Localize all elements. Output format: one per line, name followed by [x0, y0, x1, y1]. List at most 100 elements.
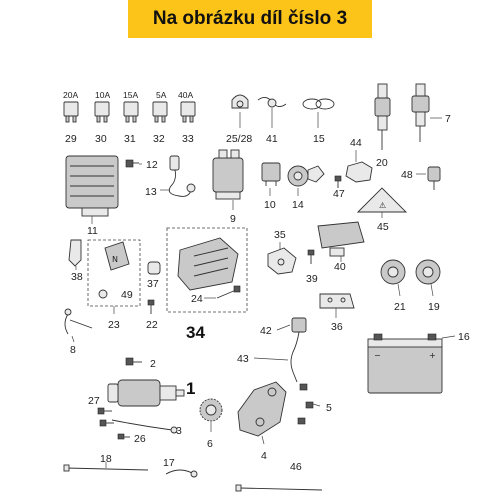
part-21-horn[interactable]: 21 [380, 259, 406, 313]
label-40: 40 [334, 261, 346, 273]
part-1-starter-motor[interactable]: 1 [107, 379, 195, 407]
part-7-switch[interactable]: 7 [411, 83, 451, 142]
part-34-ignition-unit[interactable]: 34 [177, 237, 239, 342]
part-15-cable-ties[interactable]: 15 [302, 98, 335, 145]
label-47: 47 [333, 188, 345, 200]
part-8-sensor-wire[interactable]: 8 [64, 308, 93, 356]
label-44: 44 [350, 137, 362, 149]
fuse-32-rating: 5A [156, 90, 167, 100]
part-45-hazard-sticker[interactable]: ⚠ 45 [356, 187, 408, 233]
part-47-screw[interactable]: 47 [333, 175, 345, 200]
label-16: 16 [458, 331, 470, 343]
label-32: 32 [153, 133, 165, 145]
part-17-clip[interactable]: 17 [163, 457, 198, 478]
label-43: 43 [237, 353, 249, 365]
label-22: 22 [146, 319, 158, 331]
fuse-33-rating: 40A [178, 90, 193, 100]
part-3-starter-cable[interactable]: 3 [111, 419, 182, 437]
part-16-battery[interactable]: − + 16 [367, 331, 470, 394]
label-33: 33 [182, 133, 194, 145]
part-10-relay[interactable]: 10 [261, 162, 281, 211]
part-48-connector[interactable]: 48 [401, 166, 441, 190]
label-45: 45 [377, 221, 389, 233]
label-14: 14 [292, 199, 304, 211]
warning-triangle-icon: ⚠ [379, 201, 386, 210]
fuse-29[interactable]: 20A 29 [63, 90, 78, 145]
part-35-bracket[interactable]: 35 [267, 229, 297, 275]
part-23-switch-panel[interactable]: N 49 23 [98, 241, 133, 331]
group-23-box [87, 239, 141, 307]
part-25-28-clamp[interactable]: 25/28 [226, 94, 252, 145]
label-19: 19 [428, 301, 440, 313]
part-41-wire-clip[interactable]: 41 [257, 97, 287, 145]
label-3: 3 [176, 425, 182, 437]
part-4-bracket[interactable]: 4 [237, 381, 287, 462]
part-36-plate[interactable]: 36 [319, 293, 355, 333]
part-42-harness[interactable]: 42 [260, 317, 307, 383]
fuse-31-rating: 15A [123, 90, 138, 100]
fuse-31[interactable]: 15A 31 [123, 90, 138, 145]
label-21: 21 [394, 301, 406, 313]
part-9-relay[interactable]: 9 [212, 149, 244, 225]
label-29: 29 [65, 133, 77, 145]
fuse-30[interactable]: 10A 30 [94, 90, 110, 145]
label-35: 35 [274, 229, 286, 241]
battery-plus-mark: + [429, 351, 436, 360]
label-5: 5 [326, 402, 332, 414]
label-41: 41 [266, 133, 278, 145]
fuse-32[interactable]: 5A 32 [152, 90, 168, 145]
label-17: 17 [163, 457, 175, 469]
part-37-bulb-socket[interactable]: 37 [147, 261, 161, 290]
label-39: 39 [306, 273, 318, 285]
label-31: 31 [124, 133, 136, 145]
label-18: 18 [100, 453, 112, 465]
label-15: 15 [313, 133, 325, 145]
part-39-screw[interactable]: 39 [306, 249, 318, 285]
part-19-horn[interactable]: 19 [415, 259, 441, 313]
part-46-long-tie[interactable]: 46 [235, 461, 323, 492]
part-43-wire[interactable]: 43 [237, 353, 289, 365]
label-48: 48 [401, 169, 413, 181]
part-6-gear[interactable]: 6 [199, 398, 223, 450]
part-26-screw[interactable]: 26 [117, 433, 146, 445]
label-24: 24 [191, 293, 203, 305]
part-44-bracket[interactable]: 44 [345, 137, 373, 183]
header-banner: Na obrázku díl číslo 3 [128, 0, 372, 38]
label-6: 6 [207, 438, 213, 450]
label-23: 23 [108, 319, 120, 331]
part-20-switch[interactable]: 20 [374, 83, 391, 169]
part-27-bolts[interactable]: 27 [88, 395, 114, 427]
label-7: 7 [445, 113, 451, 125]
label-8: 8 [70, 344, 76, 356]
group-34-box [166, 227, 248, 313]
part-5-bolts[interactable]: 5 [297, 383, 332, 425]
label-37: 37 [147, 278, 159, 290]
label-46: 46 [290, 461, 302, 473]
label-20: 20 [376, 157, 388, 169]
label-2: 2 [150, 358, 156, 370]
part-13-sensor[interactable]: 13 [145, 155, 196, 198]
part-18-cable-tie[interactable]: 18 [63, 453, 149, 472]
part-24-bolt[interactable]: 24 [191, 285, 241, 305]
part-14-ignition-lock[interactable]: 14 [287, 165, 325, 211]
label-49: 49 [121, 289, 133, 301]
label-27: 27 [88, 395, 100, 407]
label-42: 42 [260, 325, 272, 337]
part-2-bolt[interactable]: 2 [125, 357, 156, 370]
label-36: 36 [331, 321, 343, 333]
fuse-33[interactable]: 40A 33 [178, 90, 196, 145]
label-26: 26 [134, 433, 146, 445]
label-12: 12 [146, 159, 158, 171]
label-13: 13 [145, 186, 157, 198]
part-22-screw[interactable]: 22 [146, 299, 158, 331]
part-38-clip[interactable]: 38 [68, 239, 83, 283]
part-12-bolt[interactable]: 12 [125, 159, 158, 171]
label-25-28: 25/28 [226, 133, 252, 145]
label-1: 1 [186, 379, 195, 398]
label-38: 38 [71, 271, 83, 283]
part-40-relay-box[interactable]: 40 [317, 221, 365, 273]
header-title: Na obrázku díl číslo 3 [152, 8, 348, 29]
label-11: 11 [87, 225, 98, 237]
fuse-29-rating: 20A [63, 90, 78, 100]
part-11-regulator[interactable]: 11 [65, 155, 119, 237]
